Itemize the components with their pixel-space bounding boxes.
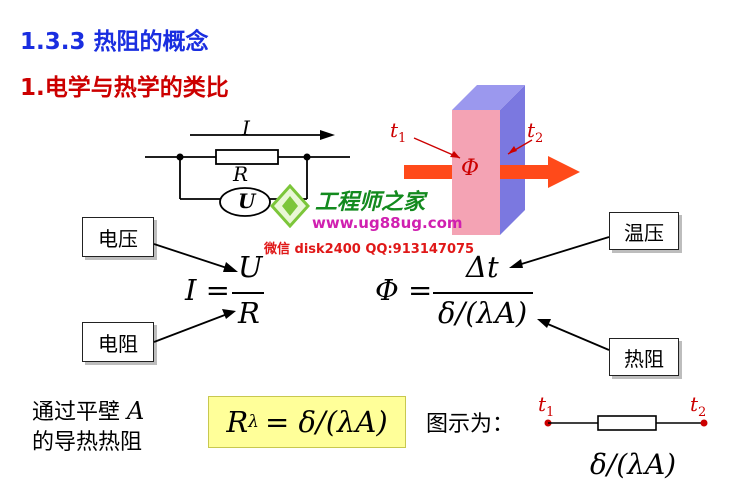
watermark-contact: 微信 disk2400 QQ:913147075 — [264, 242, 475, 257]
ohm-equals: = — [196, 273, 230, 307]
wall-line2-text: 的导热热阻 — [32, 430, 143, 455]
t2-subscript: 2 — [535, 131, 544, 146]
subsection-number: 1. — [20, 75, 45, 101]
resistor-t2-symbol: t — [690, 392, 699, 416]
resistor-t1-subscript: 1 — [546, 405, 555, 420]
thermal-resistor-symbol — [544, 415, 708, 431]
resistor-label: R — [233, 162, 249, 186]
wall-line1-text: 通过平壁 — [32, 400, 121, 425]
resistor-value-label: δ/(λA) — [590, 448, 677, 481]
section-heading: 1.3.3 热阻的概念 — [20, 22, 209, 56]
thermal-t1-label: t1 — [390, 118, 406, 146]
ohm-lhs-var: I — [185, 273, 197, 307]
resistance-box: 电阻 — [82, 322, 154, 362]
watermark-name: 工程师之家 — [315, 190, 426, 215]
watermark-site: www.ug88ug.com — [312, 214, 463, 232]
thermal-t2-label: t2 — [527, 118, 543, 146]
rlambda-rhs: = δ/(λA) — [264, 405, 388, 439]
resistor-t1-symbol: t — [538, 392, 547, 416]
watermark-logo-icon — [270, 184, 310, 228]
t2-symbol: t — [527, 118, 536, 142]
thermal-denominator: δ/(λA) — [438, 296, 528, 330]
diagram-label: 图示为： — [426, 412, 515, 437]
resistor-t2-label: t2 — [690, 392, 706, 420]
flux-label: Φ — [461, 156, 480, 181]
rlambda-symbol: R — [226, 405, 249, 439]
t1-subscript: 1 — [398, 131, 407, 146]
resistor-t2-subscript: 2 — [698, 405, 707, 420]
resistor-t1-label: t1 — [538, 392, 554, 420]
wall-description: 通过平壁 A 的导热热阻 — [32, 396, 144, 458]
ohm-denominator: R — [238, 296, 260, 330]
subsection-title: 电学与热学的类比 — [44, 75, 229, 101]
section-title: 热阻的概念 — [93, 29, 209, 55]
meter-label: U — [238, 189, 256, 213]
thermal-wall-diagram — [404, 85, 580, 235]
voltage-box: 电压 — [82, 217, 154, 257]
thermal-fraction-bar — [433, 292, 533, 294]
ohm-formula-lhs: I = — [185, 273, 230, 307]
rlambda-subscript: λ — [248, 412, 259, 432]
wall-description-line1: 通过平壁 A — [32, 396, 144, 428]
ohm-numerator: U — [238, 250, 263, 284]
temperature-difference-box: 温压 — [609, 212, 679, 250]
thermal-numerator: Δt — [466, 250, 499, 284]
ohm-fraction-bar — [232, 292, 264, 294]
watermark: 工程师之家 www.ug88ug.com 微信 disk2400 QQ:9131… — [260, 180, 490, 260]
circuit-diagram — [145, 130, 350, 217]
subsection-heading: 1.电学与热学的类比 — [20, 68, 229, 102]
thermal-resistance-box: 热阻 — [609, 338, 679, 376]
t1-symbol: t — [390, 118, 399, 142]
thermal-formula-lhs: Φ = — [375, 273, 432, 307]
wall-line1-var: A — [127, 397, 145, 425]
thermal-lhs-var: Φ — [375, 273, 399, 307]
thermal-equals: = — [398, 273, 433, 307]
section-number: 1.3.3 — [20, 29, 86, 55]
current-label: I — [242, 116, 250, 140]
